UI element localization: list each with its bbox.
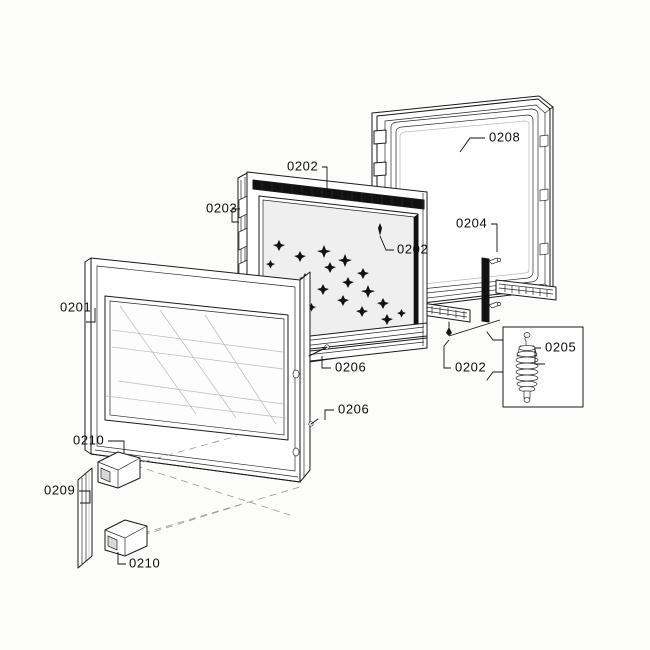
label-0210-bottom: 0210 <box>129 555 160 570</box>
label-0203: 0203 <box>206 200 237 215</box>
label-0209: 0209 <box>44 482 75 497</box>
label-0202-right: 0202 <box>397 241 428 256</box>
label-0202-top: 0202 <box>287 158 318 173</box>
label-0208: 0208 <box>489 129 520 144</box>
leader-lines <box>79 137 545 565</box>
screw-markers <box>308 190 452 427</box>
label-0210-top: 0210 <box>73 432 104 447</box>
part-0204-hinge-bar <box>481 257 501 323</box>
part-0210-door-clip-bottom <box>104 519 148 557</box>
part-code-labels: 0202 0208 0203 0204 0202 0201 0205 0206 … <box>44 129 576 570</box>
part-0204-lower-rail <box>495 279 557 301</box>
assembly-guide-lines <box>119 435 301 541</box>
label-0204: 0204 <box>456 215 487 230</box>
part-0205-door-spring <box>515 332 539 403</box>
label-0205: 0205 <box>545 339 576 354</box>
part-0209-door-handle-trim <box>77 467 93 569</box>
label-0206-upper: 0206 <box>335 359 366 374</box>
label-0202-bottom: 0202 <box>455 359 486 374</box>
detail-box-0205 <box>486 326 584 408</box>
label-0201: 0201 <box>60 299 91 314</box>
part-0210-door-clip-top <box>97 451 141 489</box>
part-0201-outer-door-panel <box>84 257 311 483</box>
label-0206-lower: 0206 <box>338 401 369 416</box>
